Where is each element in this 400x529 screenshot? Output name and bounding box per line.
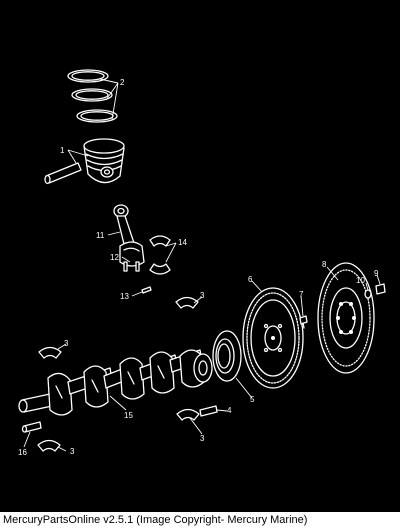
callout-3-bottom: 3 (70, 447, 75, 456)
piston-pin (44, 162, 82, 185)
dowel-16 (21, 421, 42, 433)
callout-16: 16 (18, 448, 27, 457)
piston (83, 138, 125, 184)
callout-6: 6 (248, 275, 253, 284)
callout-11: 11 (96, 231, 105, 240)
callout-3-upper: 3 (200, 291, 205, 300)
callout-3-lower: 3 (200, 434, 205, 443)
piston-rings (67, 69, 118, 123)
callout-4: 4 (227, 406, 232, 415)
callout-7: 7 (299, 290, 304, 299)
callout-15: 15 (124, 411, 133, 420)
callout-2: 2 (120, 78, 125, 87)
bolt-9-washer-10 (364, 283, 386, 299)
small-dowel-13 (141, 286, 152, 294)
callout-8: 8 (322, 260, 327, 269)
rear-main-seal (212, 330, 242, 382)
callout-10: 10 (356, 276, 365, 285)
main-bearing-shells (37, 296, 200, 452)
clutch-disc (317, 262, 375, 374)
exploded-parts-diagram: 2 1 11 12 14 13 3 3 3 3 4 5 6 7 8 9 10 1… (18, 69, 386, 457)
rod-bearing-shells (149, 235, 171, 275)
callout-1: 1 (60, 146, 65, 155)
callout-13: 13 (120, 292, 129, 301)
leader-lines (23, 78, 381, 452)
callout-numbers: 2 1 11 12 14 13 3 3 3 3 4 5 6 7 8 9 10 1… (18, 78, 379, 457)
flywheel-bolt-7 (299, 315, 308, 329)
callout-14: 14 (178, 238, 187, 247)
callout-9: 9 (374, 269, 379, 278)
callout-12: 12 (110, 253, 119, 262)
crankshaft (18, 349, 213, 416)
dowel-4 (199, 405, 218, 417)
callout-3-left: 3 (64, 339, 69, 348)
callout-5: 5 (250, 395, 255, 404)
flywheel (242, 287, 304, 389)
copyright-footer: MercuryPartsOnline v2.5.1 (Image Copyrig… (0, 512, 400, 529)
